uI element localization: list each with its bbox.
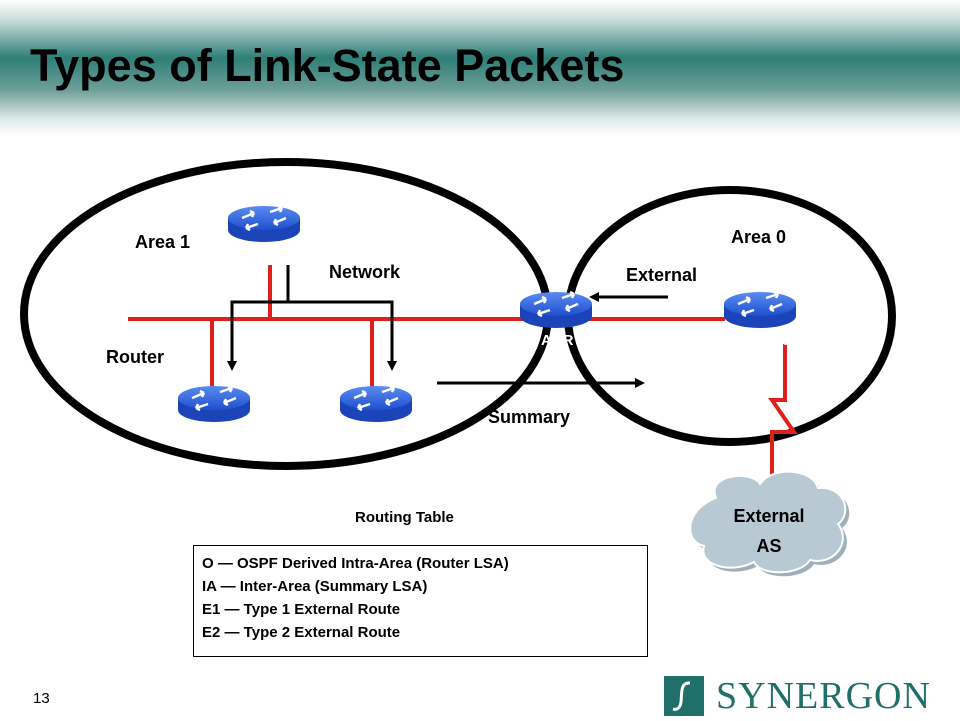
router-icon [176, 384, 252, 424]
area-1-label: Area 1 [135, 232, 190, 252]
router-icon [226, 204, 302, 244]
cloud-label-line2: AS [756, 536, 781, 556]
network-label: Network [329, 262, 401, 282]
area-0-label: Area 0 [731, 227, 786, 247]
legend-entry-e1: E1 — Type 1 External Route [202, 601, 401, 618]
router-icon [338, 384, 414, 424]
synergon-logo: SYNERGON [664, 676, 947, 716]
page-number: 13 [33, 690, 50, 707]
legend-entry-o: O — OSPF Derived Intra-Area (Router LSA) [202, 555, 509, 572]
summary-label: Summary [488, 407, 570, 427]
asbr-router: ASBR [722, 290, 798, 349]
logo-text: SYNERGON [716, 675, 931, 717]
routing-table-legend: O — OSPF Derived Intra-Area (Router LSA)… [193, 545, 648, 657]
routing-table-caption: Routing Table [355, 509, 454, 526]
legend-entry-ia: IA — Inter-Area (Summary LSA) [202, 578, 428, 595]
abr-label: ABR [541, 332, 574, 349]
logo-mark-icon [664, 676, 704, 716]
network-lsa-arrow-left [227, 265, 290, 371]
internal-router-right [338, 384, 414, 424]
abr-router: ABR [518, 290, 594, 349]
area-1-boundary [20, 158, 552, 470]
asbr-label: ASBR [745, 332, 788, 349]
internal-router-left [176, 384, 252, 424]
header-band [0, 0, 960, 135]
dr-label: DR [252, 245, 274, 262]
legend-entry-e2: E2 — Type 2 External Route [202, 624, 401, 641]
external-label: External [626, 265, 697, 285]
router-icon [518, 290, 594, 330]
router-icon [722, 290, 798, 330]
network-lsa-arrow-right [288, 300, 397, 371]
router-label: Router [106, 347, 164, 367]
dr-router: DR [226, 204, 302, 262]
page-title: Types of Link-State Packets [30, 40, 625, 91]
cloud-label-line1: External [733, 506, 804, 526]
asbr-external-link [768, 344, 798, 484]
external-as-cloud: External AS [689, 470, 850, 577]
